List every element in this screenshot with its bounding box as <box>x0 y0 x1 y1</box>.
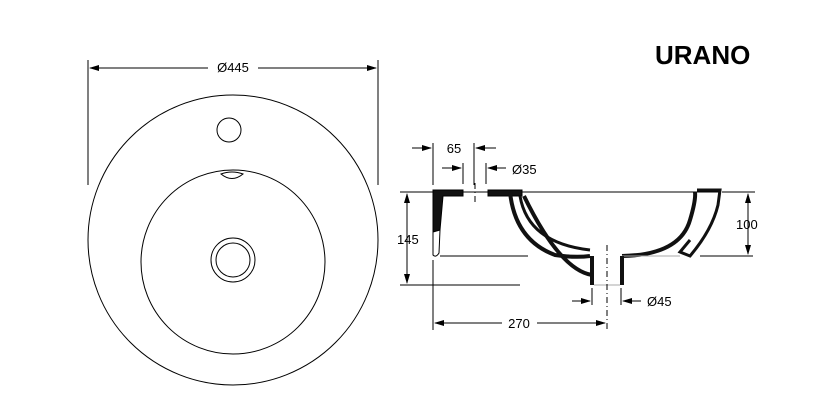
bowl-height-label: 100 <box>736 217 758 232</box>
outer-rim-circle <box>87 94 379 386</box>
top-view <box>87 60 379 386</box>
tap-hole-circle <box>216 117 242 143</box>
bowl-circle <box>140 169 326 355</box>
drain-inner-circle <box>215 242 251 278</box>
product-title: URANO <box>655 40 750 70</box>
side-view <box>400 143 755 330</box>
total-height-label: 145 <box>397 232 419 247</box>
overflow-slot <box>220 171 244 179</box>
diameter-label: Ø445 <box>217 60 249 75</box>
drain-outer-circle <box>210 237 256 283</box>
drain-offset-label: 270 <box>508 316 530 331</box>
tap-offset-label: 65 <box>447 141 461 156</box>
tap-hole-label: Ø35 <box>512 162 537 177</box>
drain-diameter-label: Ø45 <box>647 294 672 309</box>
